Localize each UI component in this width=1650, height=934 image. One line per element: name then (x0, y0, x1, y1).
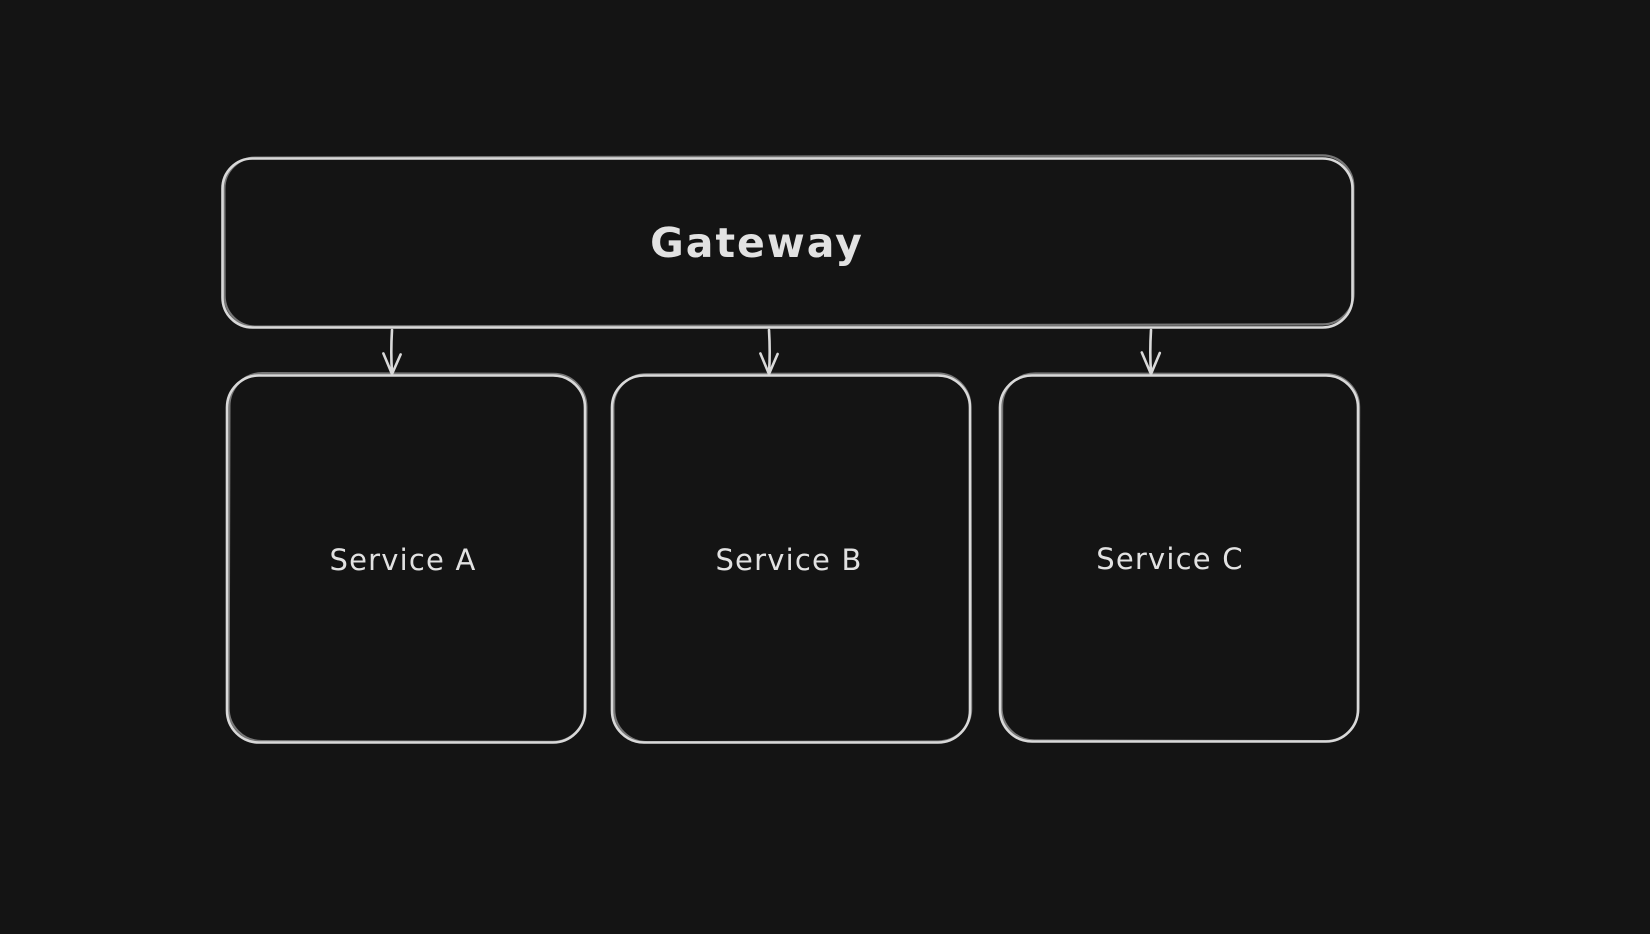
service-b-node-shape[interactable] (610, 372, 973, 744)
edge-arrow-gateway-service-a[interactable] (382, 328, 402, 376)
service-a-node-label: Service A (329, 543, 477, 577)
service-c-node-label: Service C (1096, 542, 1244, 576)
gateway-node-shape[interactable] (221, 154, 1355, 329)
service-c-node-shape[interactable] (998, 372, 1361, 743)
edge-arrow-gateway-service-b[interactable] (759, 328, 779, 376)
edge-arrow-gateway-service-c[interactable] (1140, 328, 1162, 376)
service-a-node-shape[interactable] (225, 372, 588, 744)
service-b-node-label: Service B (715, 543, 863, 577)
gateway-node-label: Gateway (650, 219, 864, 267)
